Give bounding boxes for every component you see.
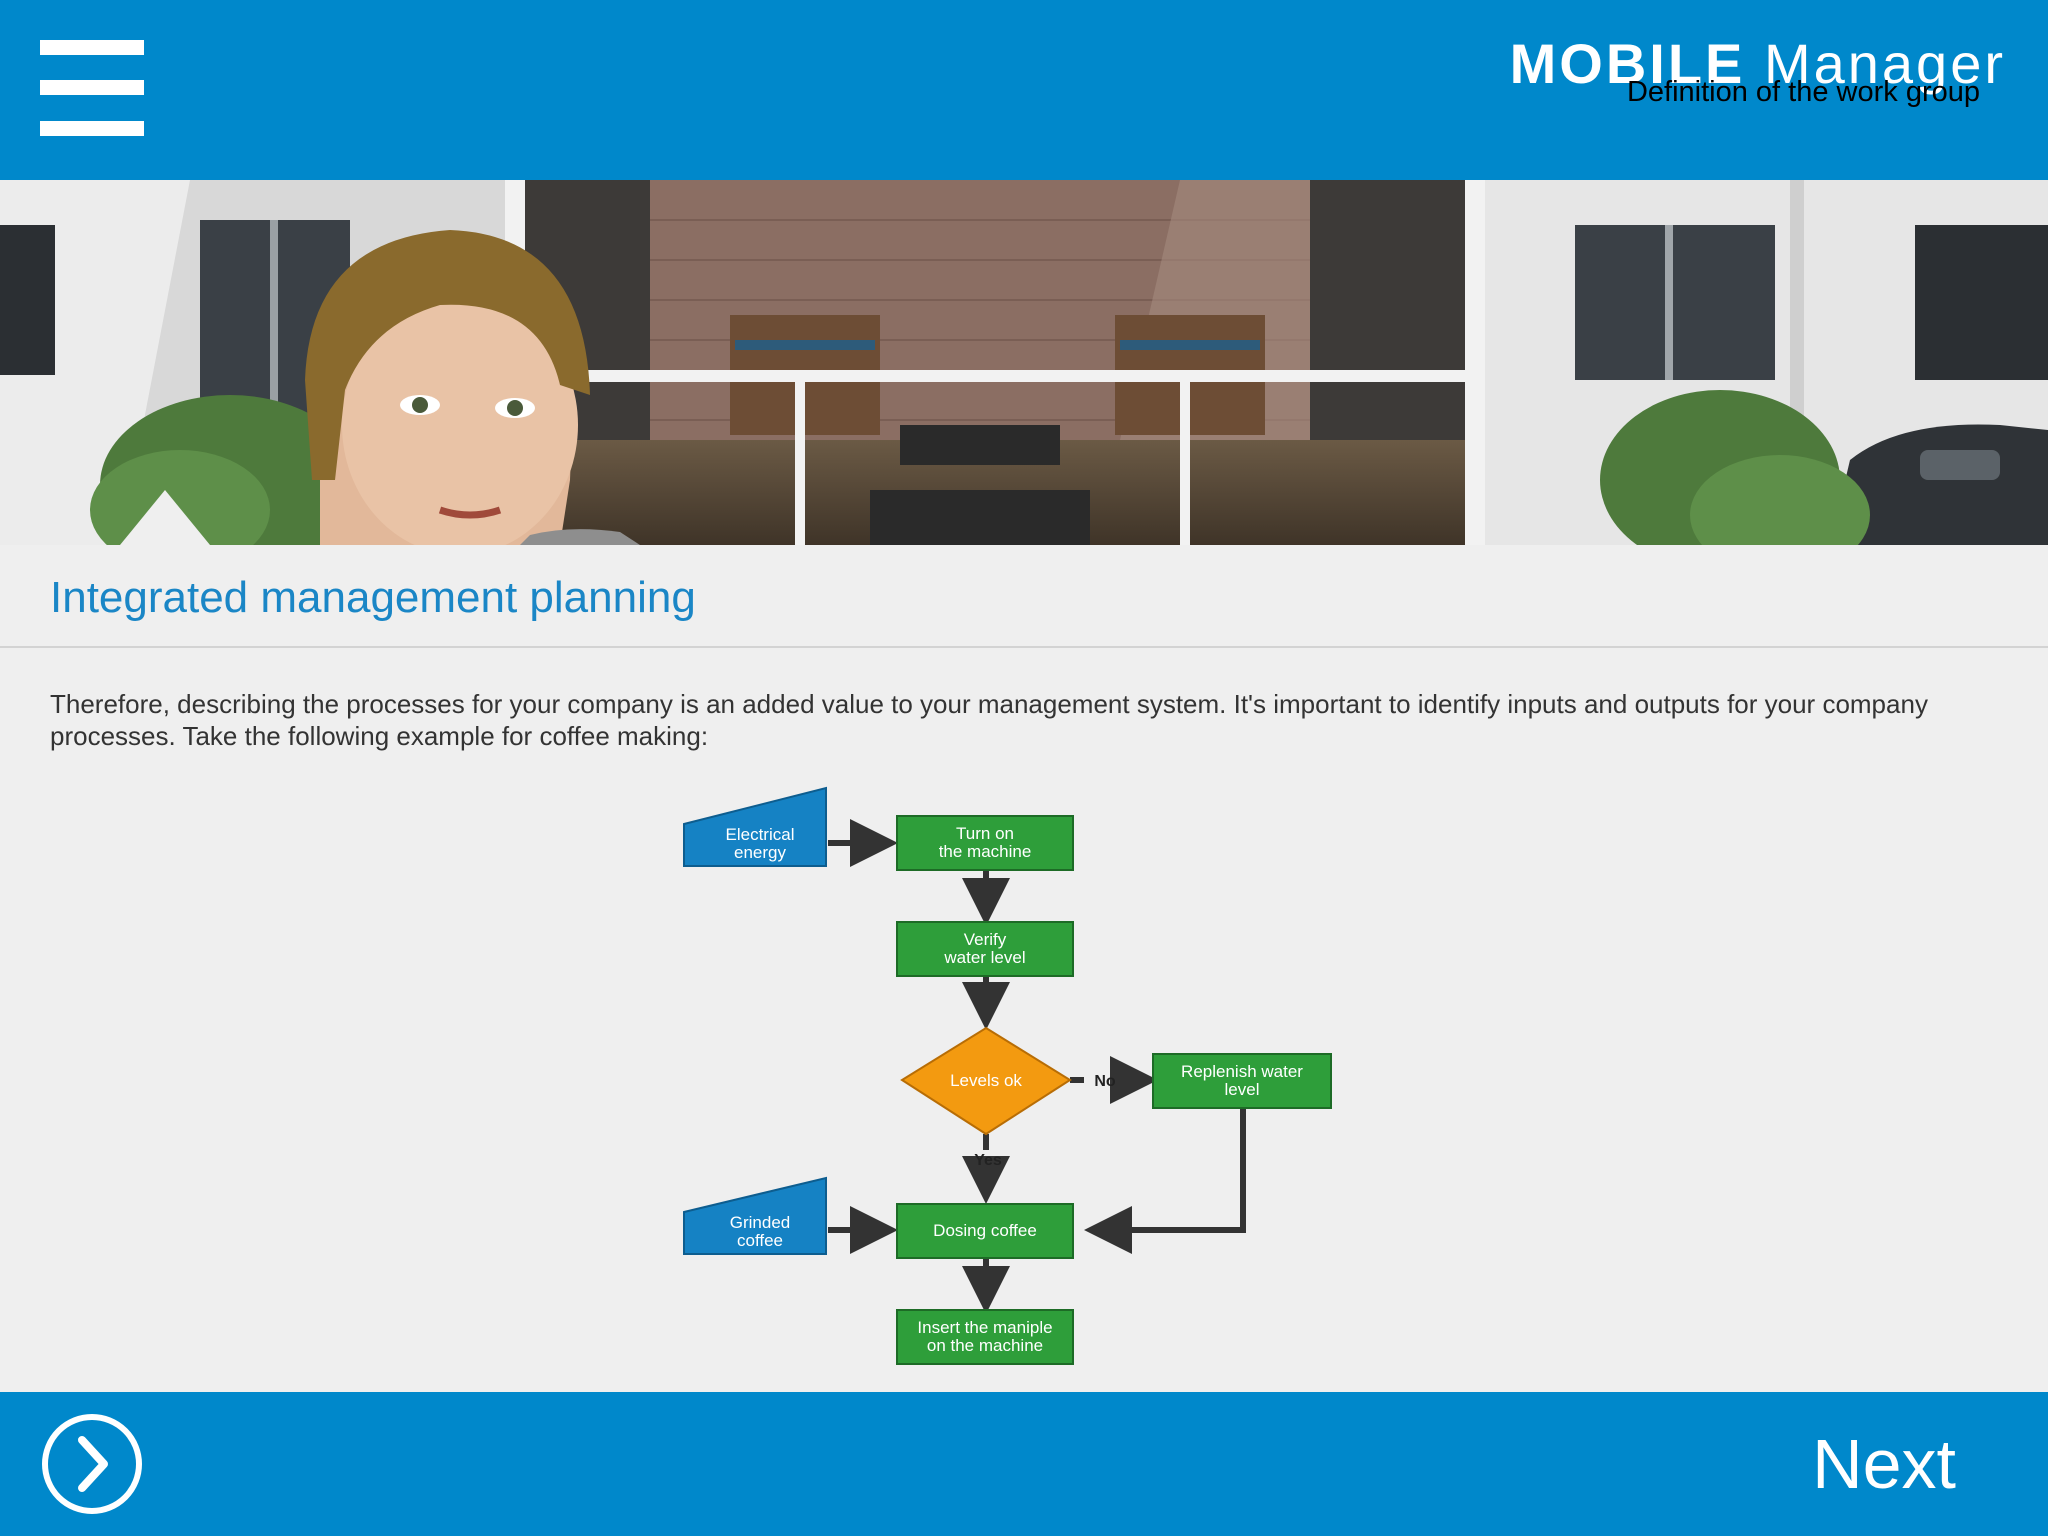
label-verify-line1: Verify	[964, 930, 1007, 949]
step-turn-on-machine: Turn on the machine	[896, 815, 1074, 871]
step-replenish-water-level: Replenish water level	[1152, 1053, 1332, 1109]
app-title: MOBILE Manager	[1510, 32, 2006, 96]
hamburger-menu-icon[interactable]	[40, 40, 144, 136]
label-branch-yes: Yes	[974, 1152, 1002, 1169]
section-subtitle: Definition of the work group	[1626, 76, 1980, 108]
step-dosing-coffee: Dosing coffee	[896, 1203, 1074, 1259]
scene-banner	[0, 180, 2048, 545]
label-replenish-line1: Replenish water	[1181, 1062, 1303, 1081]
footer-bar: Next	[0, 1392, 2048, 1536]
page-title: Integrated management planning	[50, 573, 696, 622]
label-replenish-line2: level	[1225, 1080, 1260, 1099]
step-insert-maniple: Insert the maniple on the machine	[896, 1309, 1074, 1365]
step-verify-water-level: Verify water level	[896, 921, 1074, 977]
app-title-bold: MOBILE	[1509, 32, 1746, 95]
label-insert-line2: on the machine	[927, 1336, 1043, 1355]
input-grinded-coffee: Grinded coffee	[683, 1176, 827, 1255]
app-title-light: Manager	[1763, 32, 2006, 95]
title-divider	[0, 646, 2048, 648]
label-decision: Levels ok	[950, 1071, 1022, 1090]
label-turn-on-line1: Turn on	[956, 824, 1014, 843]
label-electrical-line1: Electrical	[726, 825, 795, 844]
header-bar: MOBILE Manager Definition of the work gr…	[0, 0, 2048, 180]
label-coffee-line2: coffee	[737, 1231, 783, 1250]
label-branch-no: No	[1094, 1073, 1116, 1090]
scene-illustration	[0, 180, 2048, 545]
coffee-process-flowchart: Electrical energy Turn on the machine Ve…	[680, 784, 1340, 1370]
label-coffee-line1: Grinded	[730, 1213, 790, 1232]
brand-block: MOBILE Manager	[1510, 32, 2006, 96]
label-dosing: Dosing coffee	[933, 1221, 1037, 1240]
decision-levels-ok: Levels ok	[900, 1026, 1072, 1136]
chevron-right-circle-icon[interactable]	[40, 1412, 144, 1516]
label-turn-on-line2: the machine	[939, 842, 1032, 861]
label-electrical-line2: energy	[734, 843, 786, 862]
label-insert-line1: Insert the maniple	[917, 1318, 1052, 1337]
next-button[interactable]: Next	[1812, 1425, 1956, 1503]
content-paragraph: Therefore, describing the processes for …	[50, 689, 1928, 751]
input-electrical-energy: Electrical energy	[683, 786, 827, 867]
arrow-replenish-to-dosing	[1084, 1106, 1246, 1254]
label-verify-line2: water level	[943, 948, 1025, 967]
